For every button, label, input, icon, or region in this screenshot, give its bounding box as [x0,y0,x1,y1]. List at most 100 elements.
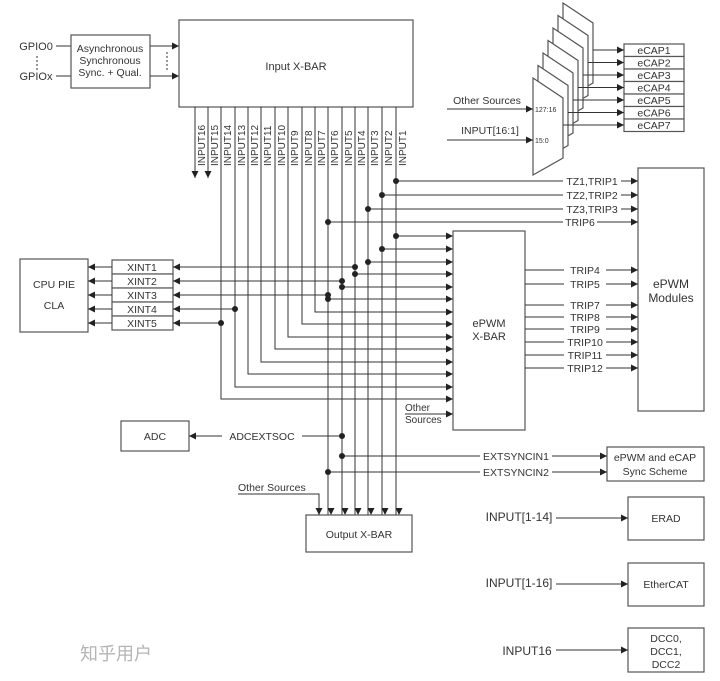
arrowhead-icon [172,72,179,80]
input-7-label: INPUT7 [317,130,328,166]
cpu-label: CPU PIE [33,279,75,291]
arrowhead-icon [446,308,453,316]
arrowhead-icon [617,84,624,91]
arrowhead-icon [446,270,453,278]
sync-scheme-label: Sync Scheme [623,466,688,478]
input-5-label: INPUT5 [344,130,355,166]
epwm-xbar-other-sources-label: Other [405,403,431,414]
label-bg [564,311,606,322]
xint-2-label: XINT2 [127,276,157,288]
input-8-wire [301,107,453,325]
arrowhead-icon [631,351,638,359]
input-8-label: INPUT8 [304,130,315,166]
xbar-trip-label: TRIP8 [570,312,600,324]
arrowhead-icon [621,580,628,588]
input-3-label: INPUT3 [370,130,381,166]
sync-qual-label: Sync. + Qual. [78,67,141,79]
xbar-trip-label: TRIP12 [567,363,603,375]
mux-port-high-label: 127:16 [535,107,557,114]
ecap-other-sources-label: Other Sources [453,95,521,107]
xbar-trip-label: TRIP11 [568,350,603,362]
input-6-label: INPUT6 [330,130,341,166]
arrowhead-icon [446,333,453,341]
junction-dot [365,206,371,212]
adc-label: ADC [144,431,167,443]
arrowhead-icon [617,121,624,129]
input-4-label: INPUT4 [357,130,368,166]
ecap-input-bus-label: INPUT[16:1] [461,125,519,137]
adc-box [120,420,190,452]
ecap-1-label: eCAP1 [637,45,670,57]
xbar-trip-label: TRIP10 [567,337,603,349]
erad-label: ERAD [651,513,681,525]
junction-dot [325,469,331,475]
direct-trip-label: TZ3,TRIP3 [566,204,618,216]
input-xbar-title: Input X-BAR [265,61,326,73]
arrowhead-icon [600,452,607,460]
output-xbar-box [305,514,413,553]
input-7-wire [314,107,453,313]
sync-scheme-label: ePWM and eCAP [614,452,696,464]
input-15-label: INPUT15 [210,124,221,166]
arrowhead-icon [600,468,607,476]
input-1-label: INPUT1 [398,130,409,166]
label-bg [563,216,597,227]
arrowhead-icon [189,432,196,440]
gpio-first-label: GPIO0 [19,41,53,53]
gpio-last-label: GPIOx [19,71,53,83]
arrowhead-icon [173,263,180,271]
ecap-2-label: eCAP2 [637,58,670,70]
arrowhead-icon [88,291,95,299]
sync-scheme-box [606,446,705,482]
arrowhead-icon [446,345,453,353]
input-14-label: INPUT14 [223,124,234,166]
ecap-4-label: eCAP4 [637,83,670,95]
epwm-xbar-other-sources-label: Sources [405,415,442,426]
arrowhead-icon [88,277,95,285]
xbar-trip-label: TRIP7 [570,300,600,312]
arrowhead-icon [446,383,453,391]
wire [238,493,320,515]
epwm-xbar-label: ePWM [473,318,506,330]
input-11-wire [260,107,453,363]
arrowhead-icon [631,325,638,333]
arrowhead-icon [88,263,95,271]
direct-trip-label: TZ2,TRIP2 [566,190,618,202]
xbar-trip-label: TRIP9 [570,324,600,336]
xint-3-label: XINT3 [127,290,157,302]
arrowhead-icon [631,338,638,346]
ecap-3-label: eCAP3 [637,70,670,82]
input-12-wire [247,107,453,375]
junction-dot [393,178,399,184]
direct-trip-label: TRIP6 [565,217,595,229]
watermark-text: 知乎用户 [80,644,152,664]
junction-dot [339,284,345,290]
arrowhead-icon [631,364,638,372]
arrowhead-icon [381,508,389,515]
junction-dot [232,306,238,312]
arrowhead-icon [446,295,453,303]
arrowhead-icon [631,301,638,309]
sync-qual-label: Asynchronous [77,43,144,55]
junction-dot [339,278,345,284]
label-bg [564,264,606,275]
arrowhead-icon [446,320,453,328]
input-14-wire [220,107,453,400]
extsyncin-label: EXTSYNCIN1 [483,451,549,463]
input-9-label: INPUT9 [290,130,301,166]
junction-dot [352,271,358,277]
ethercat-signal-label: INPUT[1-16] [486,576,553,590]
arrowhead-icon [446,410,453,418]
label-bg [564,349,606,360]
arrowhead-icon [631,266,638,274]
arrowhead-icon [631,205,638,213]
junction-dot [379,246,385,252]
arrowhead-icon [395,508,403,515]
mux-port-low-label: 15:0 [535,138,549,145]
output-other-sources-label: Other Sources [238,482,306,494]
extsyncin-label: EXTSYNCIN2 [483,467,549,479]
arrowhead-icon [327,508,335,515]
label-bg [564,362,606,373]
